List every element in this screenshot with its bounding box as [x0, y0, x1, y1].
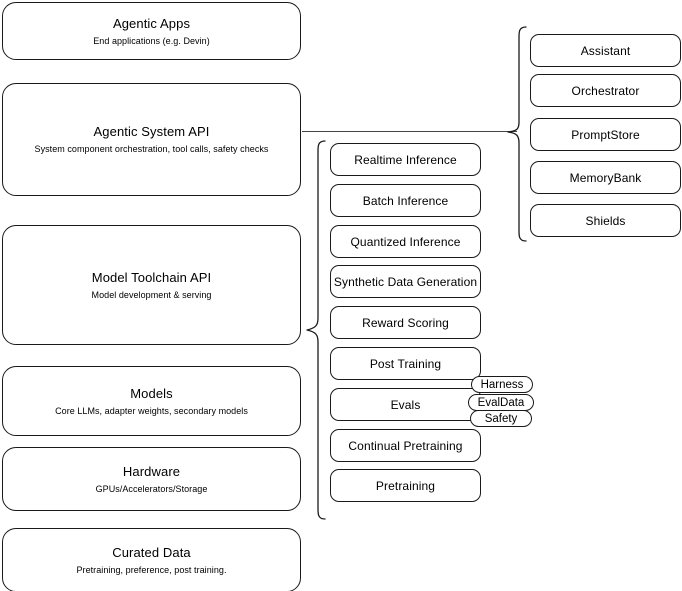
agentic-system-component-label: Orchestrator — [571, 83, 640, 98]
stack-layer-hardware[interactable]: Hardware GPUs/Accelerators/Storage — [2, 447, 301, 511]
toolchain-component-post-training[interactable]: Post Training — [330, 347, 481, 380]
evals-badge-safety[interactable]: Safety — [470, 410, 532, 427]
evals-badge-harness[interactable]: Harness — [471, 376, 533, 393]
toolchain-component-label: Pretraining — [375, 478, 436, 493]
agentic-system-component-shields[interactable]: Shields — [530, 204, 681, 237]
toolchain-component-label: Batch Inference — [362, 193, 449, 208]
evals-badge-label: EvalData — [477, 396, 525, 409]
evals-badge-label: Harness — [480, 378, 524, 391]
toolchain-component-evals[interactable]: Evals — [330, 388, 481, 421]
stack-layer-title: Agentic System API — [93, 124, 210, 139]
toolchain-component-continual-pretraining[interactable]: Continual Pretraining — [330, 429, 481, 462]
toolchain-component-label: Reward Scoring — [362, 315, 449, 330]
toolchain-component-quantized-inference[interactable]: Quantized Inference — [330, 225, 481, 258]
stack-layer-agentic-system-api[interactable]: Agentic System API System component orch… — [2, 83, 301, 196]
toolchain-component-label: Post Training — [369, 356, 442, 371]
toolchain-component-realtime-inference[interactable]: Realtime Inference — [330, 143, 481, 176]
agentic-system-component-assistant[interactable]: Assistant — [530, 34, 681, 67]
evals-badge-label: Safety — [484, 412, 518, 425]
stack-layer-model-toolchain-api[interactable]: Model Toolchain API Model development & … — [2, 225, 301, 345]
stack-layer-models[interactable]: Models Core LLMs, adapter weights, secon… — [2, 366, 301, 436]
agentic-system-component-memorybank[interactable]: MemoryBank — [530, 161, 681, 194]
agentic-system-component-label: PromptStore — [571, 127, 640, 142]
stack-layer-subtitle: Model development & serving — [91, 289, 212, 300]
agentic-system-component-orchestrator[interactable]: Orchestrator — [530, 74, 681, 107]
stack-layer-subtitle: Core LLMs, adapter weights, secondary mo… — [55, 405, 248, 416]
brace-agentic-system — [505, 26, 527, 242]
toolchain-component-pretraining[interactable]: Pretraining — [330, 469, 481, 502]
stack-layer-title: Curated Data — [112, 544, 191, 560]
toolchain-component-reward-scoring[interactable]: Reward Scoring — [330, 306, 481, 339]
connector-line-agentic-system — [302, 131, 517, 132]
toolchain-component-label: Evals — [390, 397, 421, 412]
agentic-system-component-label: Shields — [585, 213, 626, 228]
stack-layer-subtitle: GPUs/Accelerators/Storage — [95, 483, 208, 494]
stack-layer-agentic-apps[interactable]: Agentic Apps End applications (e.g. Devi… — [2, 2, 301, 60]
toolchain-component-label: Synthetic Data Generation — [333, 274, 478, 289]
brace-toolchain — [304, 140, 326, 520]
stack-layer-title: Hardware — [122, 463, 181, 479]
stack-layer-title: Agentic Apps — [112, 15, 191, 31]
stack-layer-curated-data[interactable]: Curated Data Pretraining, preference, po… — [2, 528, 301, 591]
toolchain-component-batch-inference[interactable]: Batch Inference — [330, 184, 481, 217]
evals-badge-evaldata[interactable]: EvalData — [468, 394, 534, 411]
agentic-system-component-promptstore[interactable]: PromptStore — [530, 118, 681, 151]
toolchain-component-label: Continual Pretraining — [348, 438, 463, 453]
toolchain-component-label: Quantized Inference — [350, 234, 461, 249]
agentic-system-component-label: Assistant — [580, 43, 631, 58]
toolchain-component-synthetic-data-generation[interactable]: Synthetic Data Generation — [330, 265, 481, 298]
stack-layer-title: Model Toolchain API — [91, 269, 212, 285]
stack-layer-subtitle: Pretraining, preference, post training. — [76, 564, 227, 575]
stack-layer-subtitle: End applications (e.g. Devin) — [93, 35, 210, 46]
stack-layer-subtitle: System component orchestration, tool cal… — [34, 144, 269, 154]
stack-layer-title: Models — [130, 385, 173, 401]
agentic-system-component-label: MemoryBank — [569, 170, 642, 185]
toolchain-component-label: Realtime Inference — [354, 152, 457, 167]
